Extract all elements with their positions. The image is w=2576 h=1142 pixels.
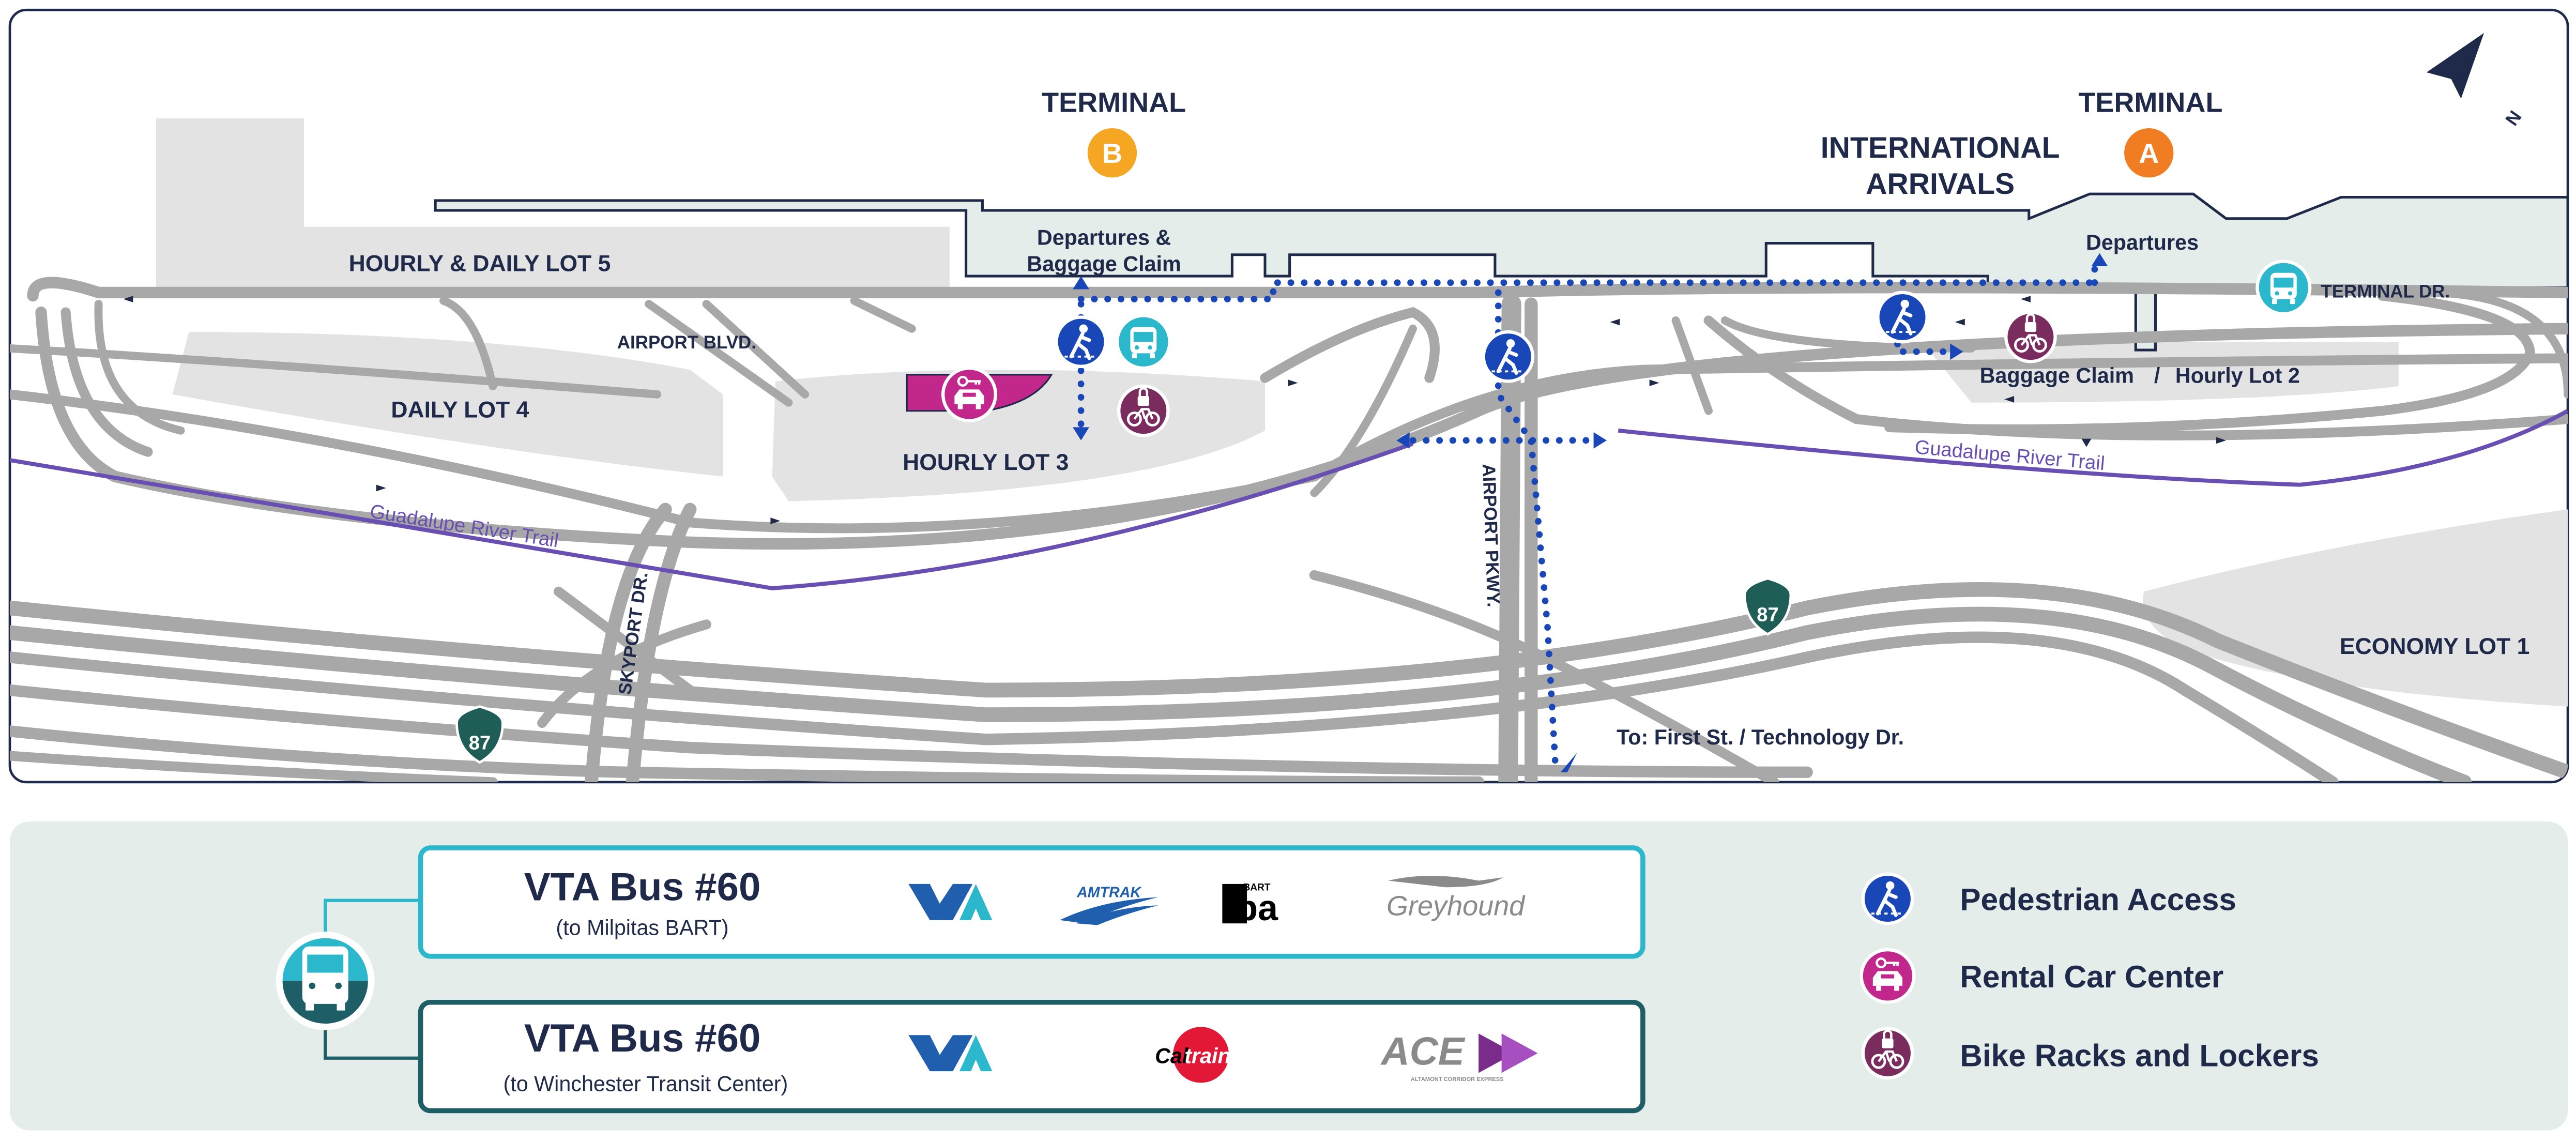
- greyhound-logo: Greyhound: [1386, 876, 1526, 921]
- international-arrivals-line1: INTERNATIONAL: [1821, 131, 2060, 164]
- road-arrows: [123, 296, 2227, 524]
- svg-text:Greyhound: Greyhound: [1386, 890, 1526, 921]
- guadalupe-river-trail-west: [10, 441, 1414, 590]
- svg-text:BART: BART: [1243, 882, 1271, 893]
- terminal-a-badge: [2124, 128, 2174, 178]
- terminal-a-departures-label: Departures: [2086, 231, 2199, 254]
- highway-87-label: 87: [1757, 603, 1778, 626]
- legend-rental-label: Rental Car Center: [1960, 959, 2223, 994]
- highway-87-label: 87: [469, 732, 491, 754]
- pedestrian-icon: [1056, 317, 1105, 367]
- terminal-b-baggage-label: Baggage Claim: [1027, 252, 1181, 276]
- guadalupe-river-trail-east: [1618, 409, 2568, 487]
- route-box-milpitas: [418, 845, 1645, 959]
- bike-locker-icon: [2006, 312, 2055, 361]
- route-2-title: VTA Bus #60: [524, 1016, 761, 1060]
- bus-stop-icon: [1117, 315, 1170, 368]
- terminal-b-letter: B: [1102, 138, 1122, 169]
- pedestrian-icon: [1878, 293, 1927, 342]
- legend-pedestrian-label: Pedestrian Access: [1960, 882, 2236, 917]
- vta-logo: [908, 884, 993, 920]
- terminal-a-heading: TERMINAL: [2078, 87, 2222, 118]
- bart-logo: BART ba: [1222, 882, 1278, 928]
- lot-5-area: [156, 118, 950, 293]
- terminal-building: [434, 192, 2568, 352]
- route-1-subtitle: (to Milpitas BART): [556, 916, 728, 939]
- highway-87-shield-left: 87: [455, 705, 504, 764]
- legend-bike-label: Bike Racks and Lockers: [1960, 1038, 2319, 1073]
- first-st-destination-label: To: First St. / Technology Dr.: [1617, 725, 1904, 749]
- svg-text:AMTRAK: AMTRAK: [1076, 884, 1142, 901]
- path-arrowheads: [1073, 253, 2108, 772]
- label-slash: /: [2154, 364, 2160, 388]
- lot-3-label: HOURLY LOT 3: [903, 450, 1069, 475]
- route-1-title: VTA Bus #60: [524, 865, 761, 909]
- svg-text:ACE: ACE: [1380, 1029, 1466, 1073]
- airport-pkwy-label: AIRPORT PKWY.: [1478, 463, 1504, 607]
- lot-5-label: HOURLY & DAILY LOT 5: [349, 251, 611, 277]
- svg-text:train: train: [1184, 1044, 1231, 1068]
- bike-locker-icon: [1863, 1029, 1912, 1078]
- route-box-winchester: [418, 999, 1645, 1114]
- terminal-dr-label: TERMINAL DR.: [2321, 281, 2450, 301]
- ace-logo: ACE ALTAMONT CORRIDOR EXPRESS: [1380, 1029, 1538, 1083]
- rental-car-icon: [943, 368, 996, 421]
- lot-1-label: ECONOMY LOT 1: [2340, 634, 2529, 659]
- caltrain-logo: Cal train: [1155, 1027, 1231, 1083]
- bus-stop-icon: [2257, 261, 2310, 314]
- svg-text:Cal: Cal: [1155, 1044, 1189, 1068]
- svg-text:ALTAMONT CORRIDOR EXPRESS: ALTAMONT CORRIDOR EXPRESS: [1411, 1076, 1504, 1083]
- bus-icon: [276, 932, 375, 1030]
- highway-87-shield-right: 87: [1743, 577, 1792, 636]
- international-arrivals-line2: ARRIVALS: [1866, 168, 2015, 201]
- lot-4-label: DAILY LOT 4: [391, 397, 529, 422]
- svg-text:ba: ba: [1236, 888, 1278, 928]
- route-2-subtitle: (to Winchester Transit Center): [504, 1072, 788, 1095]
- terminal-b-badge: [1087, 128, 1137, 178]
- bike-locker-icon: [1119, 386, 1168, 435]
- pedestrian-icon: [1863, 874, 1912, 923]
- terminal-b-departures-label: Departures &: [1037, 226, 1171, 250]
- airport-blvd-label: AIRPORT BLVD.: [617, 332, 756, 353]
- terminal-a-letter: A: [2139, 138, 2159, 169]
- terminal-a-baggage-label: Baggage Claim: [1980, 364, 2134, 388]
- rental-car-icon: [1862, 950, 1914, 1002]
- amtrak-logo: AMTRAK: [1059, 884, 1159, 925]
- vta-logo: [908, 1035, 993, 1072]
- terminal-b-heading: TERMINAL: [1042, 87, 1186, 118]
- hourly-lot-2-label: Hourly Lot 2: [2175, 364, 2300, 388]
- pedestrian-icon: [1484, 332, 1533, 381]
